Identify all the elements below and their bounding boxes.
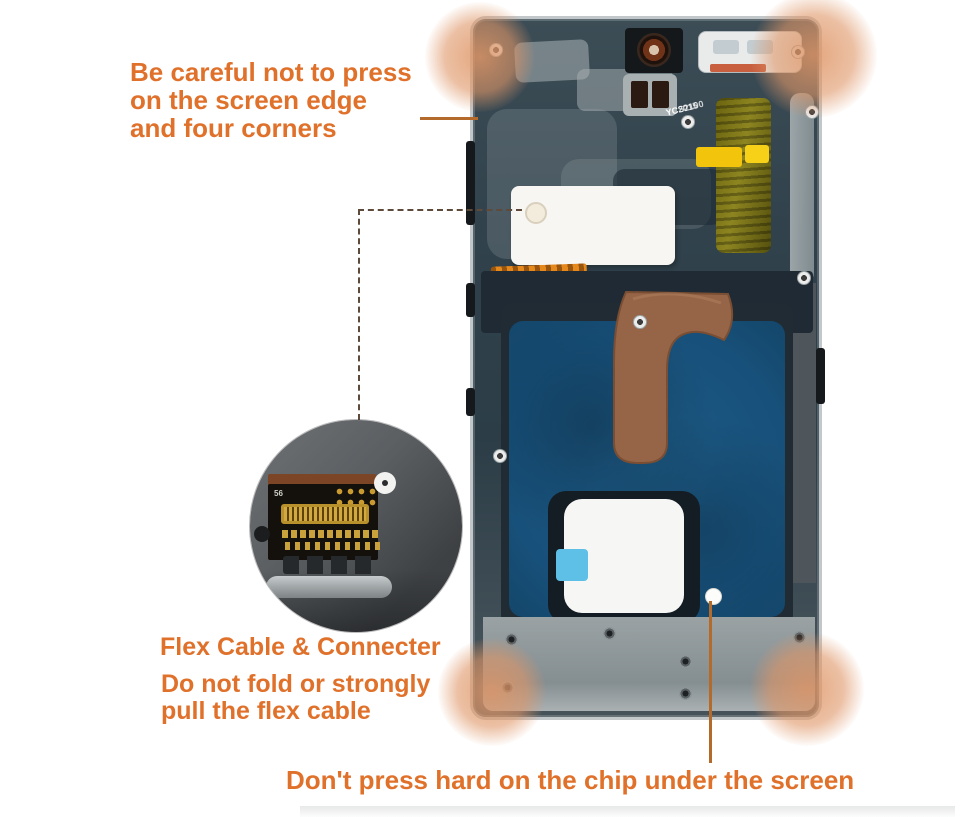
white-shield-label	[511, 186, 675, 265]
screw-icon	[382, 480, 388, 486]
warning-line: Do not fold or strongly	[161, 670, 431, 698]
screw-icon	[679, 655, 692, 668]
flex-connector-socket	[281, 504, 369, 524]
callout-target-dot	[705, 588, 722, 605]
corner-highlight-top-left	[425, 2, 535, 112]
yellow-label	[745, 145, 769, 163]
screw-icon	[797, 271, 811, 285]
page-shadow	[300, 806, 955, 817]
corner-highlight-bottom-right	[750, 632, 864, 746]
side-button	[466, 388, 475, 416]
kapton-flex-strip	[716, 98, 771, 253]
earpiece-speaker-mount	[623, 74, 677, 116]
blue-tape	[556, 549, 588, 581]
sensor-window	[713, 40, 739, 54]
earpiece-slot	[652, 81, 669, 108]
dashed-callout-line-horizontal	[358, 209, 522, 211]
screw-icon	[681, 115, 695, 129]
screw-boss	[374, 472, 396, 494]
gold-test-pads	[334, 486, 376, 508]
corner-highlight-bottom-left	[438, 638, 546, 746]
warning-line: on the screen edge	[130, 85, 367, 116]
warning-line: pull the flex cable	[161, 697, 371, 725]
phone-frame-assembly: YCS2100 YC2015 56	[466, 16, 825, 720]
flex-connector-label: Flex Cable & Connecter	[160, 633, 441, 661]
side-rail	[790, 93, 814, 283]
main-flex-cable-shape	[613, 290, 734, 464]
screw-icon	[493, 449, 507, 463]
top-callout-line	[420, 117, 478, 120]
screw-icon	[254, 526, 270, 542]
side-button	[466, 141, 475, 225]
connector-zoom-inset: 56	[250, 420, 462, 632]
screw-icon	[679, 687, 692, 700]
camera-lens-icon	[637, 33, 671, 67]
screw-icon	[633, 315, 647, 329]
dashed-callout-line-vertical	[358, 209, 360, 420]
bottom-warning-text: Don't press hard on the chip under the s…	[286, 765, 855, 795]
connector-board-label: 56	[274, 489, 283, 498]
gasket-strip	[710, 64, 766, 72]
side-button	[816, 348, 825, 404]
warning-line: Be careful not to press	[130, 57, 412, 87]
corner-highlight-top-right	[751, 0, 877, 118]
gold-contact-pads	[282, 530, 380, 552]
callout-target-circle	[525, 202, 547, 224]
top-warning-text: Be careful not to press on the screen ed…	[130, 58, 412, 142]
screw-icon	[603, 627, 616, 640]
frame-holes	[283, 556, 375, 574]
yellow-label	[696, 147, 742, 167]
front-camera-cutout	[625, 28, 683, 73]
warning-line: and four corners	[130, 113, 337, 144]
inset-shading	[250, 570, 462, 632]
side-button	[466, 283, 475, 317]
bottom-callout-line	[709, 601, 712, 763]
metal-bracket	[266, 576, 392, 598]
earpiece-slot	[631, 81, 648, 108]
flex-warning-text: Do not fold or strongly pull the flex ca…	[161, 671, 430, 725]
